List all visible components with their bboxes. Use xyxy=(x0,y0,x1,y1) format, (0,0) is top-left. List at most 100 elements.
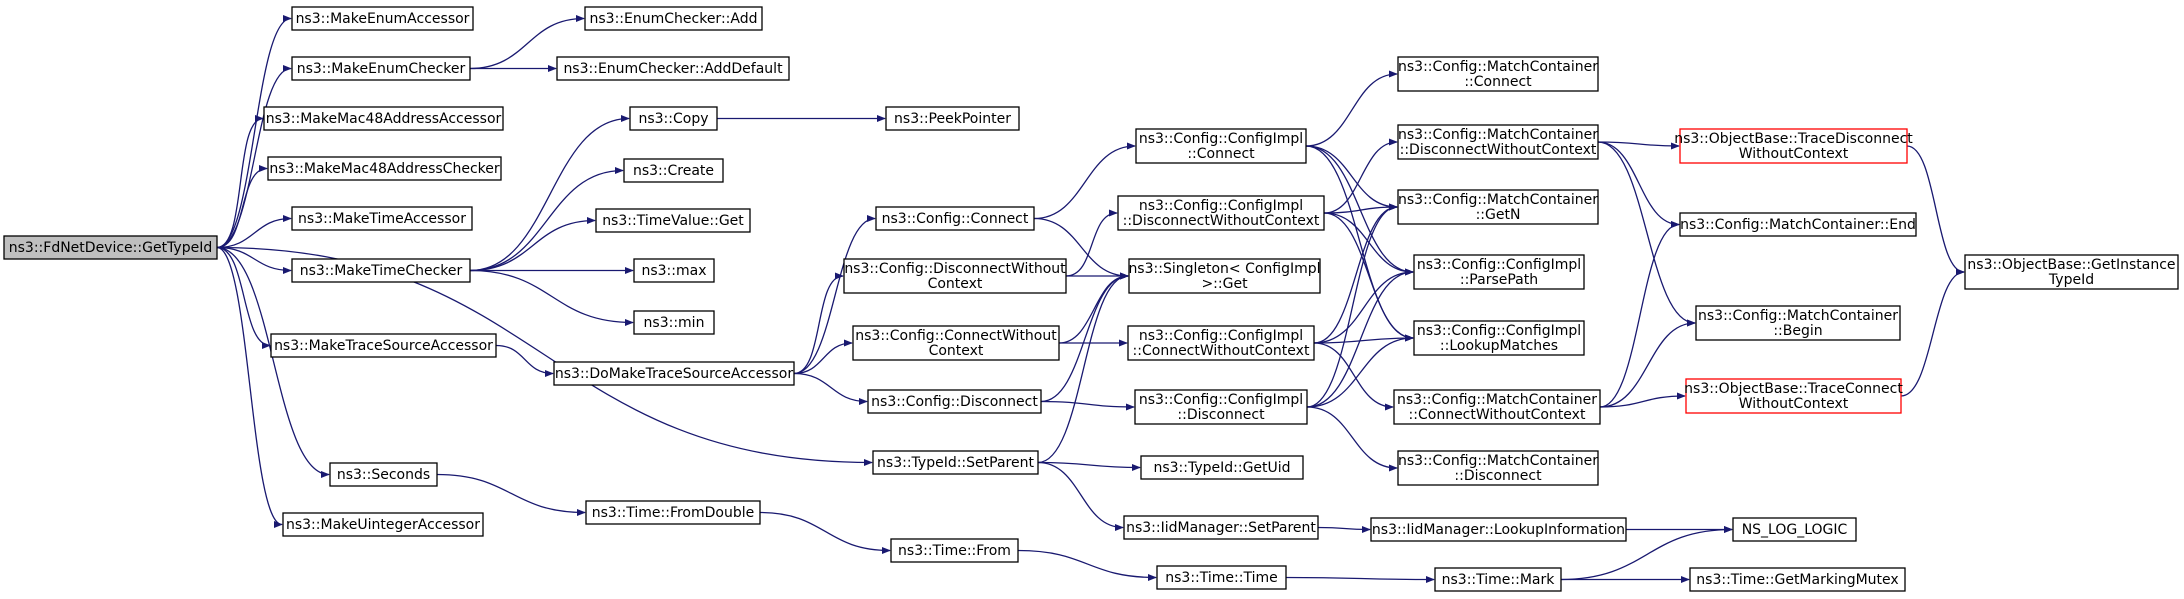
edge-config_disconnect-to-configimpl_disconnect xyxy=(1040,400,1135,411)
node-fdnet-gettypeid[interactable]: ns3::FdNetDevice::GetTypeId xyxy=(3,235,218,260)
node-matchcontainer-disconnect-without-context[interactable]: ns3::Config::MatchContainer::DisconnectW… xyxy=(1397,124,1599,160)
node-label: ns3::PeekPointer xyxy=(894,111,1011,127)
node-box xyxy=(843,258,1067,294)
edge-make_enum_checker-to-enum_checker_add xyxy=(469,14,585,70)
node-iidmanager-setparent[interactable]: ns3::IidManager::SetParent xyxy=(1123,515,1319,540)
edge-configimpl_connect-to-matchcontainer_connect xyxy=(1305,70,1398,147)
node-label: ns3::Config::MatchContainer xyxy=(1398,192,1598,208)
node-box xyxy=(584,6,763,31)
node-label: ns3::Config::Disconnect xyxy=(871,394,1038,410)
node-box xyxy=(623,158,724,183)
node-enum-checker-add[interactable]: ns3::EnumChecker::Add xyxy=(584,6,763,31)
edge-do_make_trace_source_accessor-to-config_connect xyxy=(793,214,876,375)
node-box xyxy=(867,389,1042,414)
node-label: ::ConnectWithoutContext xyxy=(1409,407,1586,423)
node-do-make-trace-source-accessor[interactable]: ns3::DoMakeTraceSourceAccessor xyxy=(553,361,795,386)
node-box xyxy=(1397,56,1599,92)
edge-matchcontainer_disconnect_without_context-to-matchcontainer_end xyxy=(1597,141,1680,229)
node-iidmanager-lookupinformation[interactable]: ns3::IidManager::LookupInformation xyxy=(1370,517,1627,542)
edge-fdnet_gettypeid-to-make_time_accessor xyxy=(216,214,292,249)
node-objectbase-trace-disconnect[interactable]: ns3::ObjectBase::TraceDisconnectWithoutC… xyxy=(1674,128,1913,164)
node-box xyxy=(3,235,218,260)
node-matchcontainer-connect-without-context[interactable]: ns3::Config::MatchContainer::ConnectWith… xyxy=(1393,389,1601,425)
node-singleton-get[interactable]: ns3::Singleton< ConfigImpl>::Get xyxy=(1128,258,1321,294)
node-make-trace-source-accessor[interactable]: ns3::MakeTraceSourceAccessor xyxy=(270,333,497,358)
node-time-mark[interactable]: ns3::Time::Mark xyxy=(1434,567,1562,592)
node-label: ns3::ObjectBase::GetInstance xyxy=(1967,257,2175,273)
node-peek-pointer[interactable]: ns3::PeekPointer xyxy=(885,106,1020,131)
edge-do_make_trace_source_accessor-to-config_connect_without_context xyxy=(793,339,853,375)
node-typeid-getuid[interactable]: ns3::TypeId::GetUid xyxy=(1140,455,1304,480)
node-make-time-checker[interactable]: ns3::MakeTimeChecker xyxy=(291,258,471,283)
node-time-time[interactable]: ns3::Time::Time xyxy=(1156,565,1287,590)
node-matchcontainer-getn[interactable]: ns3::Config::MatchContainer::GetN xyxy=(1397,189,1599,225)
node-copy[interactable]: ns3::Copy xyxy=(629,106,718,131)
edge-configimpl_disconnect_without_context-to-configimpl_lookupmatches xyxy=(1323,212,1414,342)
node-matchcontainer-disconnect[interactable]: ns3::Config::MatchContainer::Disconnect xyxy=(1397,450,1599,486)
node-seconds[interactable]: ns3::Seconds xyxy=(329,462,438,487)
node-label: ::Connect xyxy=(1464,74,1532,90)
node-objectbase-trace-connect[interactable]: ns3::ObjectBase::TraceConnectWithoutCont… xyxy=(1684,378,1903,414)
node-label: ns3::Config::MatchContainer xyxy=(1698,308,1898,324)
edge-configimpl_connect-to-configimpl_lookupmatches xyxy=(1305,145,1414,342)
node-configimpl-disconnect[interactable]: ns3::Config::ConfigImpl::Disconnect xyxy=(1134,389,1308,425)
node-label: ns3::DoMakeTraceSourceAccessor xyxy=(555,366,793,382)
edge-typeid_setparent-to-singleton_get xyxy=(1037,272,1129,464)
node-box xyxy=(291,56,471,81)
node-configimpl-lookupmatches[interactable]: ns3::Config::ConfigImpl::LookupMatches xyxy=(1413,320,1585,356)
node-time-fromdouble[interactable]: ns3::Time::FromDouble xyxy=(585,500,761,525)
node-box xyxy=(1413,254,1585,290)
node-config-connect[interactable]: ns3::Config::Connect xyxy=(875,206,1035,231)
node-time-from[interactable]: ns3::Time::From xyxy=(890,538,1019,563)
node-configimpl-connect[interactable]: ns3::Config::ConfigImpl::Connect xyxy=(1135,128,1307,164)
node-config-disconnect-without-context[interactable]: ns3::Config::DisconnectWithoutContext xyxy=(843,258,1067,294)
node-box xyxy=(852,325,1060,361)
edge-typeid_setparent-to-typeid_getuid xyxy=(1037,461,1141,472)
node-enum-checker-add-default[interactable]: ns3::EnumChecker::AddDefault xyxy=(556,56,790,81)
node-label: ns3::Create xyxy=(633,163,714,179)
edge-objectbase_trace_connect-to-objectbase_getinstancetypeid xyxy=(1900,268,1965,397)
node-make-uinteger-accessor[interactable]: ns3::MakeUintegerAccessor xyxy=(282,512,484,537)
node-make-time-accessor[interactable]: ns3::MakeTimeAccessor xyxy=(291,206,473,231)
node-label: ns3::FdNetDevice::GetTypeId xyxy=(9,240,212,256)
node-config-disconnect[interactable]: ns3::Config::Disconnect xyxy=(867,389,1042,414)
node-time-getmarkingmutex[interactable]: ns3::Time::GetMarkingMutex xyxy=(1689,567,1906,592)
node-box xyxy=(1397,189,1599,225)
node-matchcontainer-end[interactable]: ns3::Config::MatchContainer::End xyxy=(1679,212,1917,237)
node-label: ns3::TypeId::SetParent xyxy=(877,455,1034,471)
node-min[interactable]: ns3::min xyxy=(633,310,715,335)
node-configimpl-disconnect-without-context[interactable]: ns3::Config::ConfigImpl::DisconnectWitho… xyxy=(1117,195,1325,231)
node-make-mac48-accessor[interactable]: ns3::MakeMac48AddressAccessor xyxy=(263,106,504,131)
node-matchcontainer-begin[interactable]: ns3::Config::MatchContainer::Begin xyxy=(1695,305,1901,341)
node-label: ns3::Seconds xyxy=(337,467,430,483)
edge-configimpl_disconnect-to-matchcontainer_disconnect xyxy=(1306,406,1398,472)
node-box xyxy=(1117,195,1325,231)
node-make-enum-accessor[interactable]: ns3::MakeEnumAccessor xyxy=(291,6,474,31)
node-label: ns3::MakeEnumAccessor xyxy=(296,11,470,27)
node-label: ns3::Time::GetMarkingMutex xyxy=(1696,572,1898,588)
edge-fdnet_gettypeid-to-seconds xyxy=(216,246,330,479)
node-label: ::LookupMatches xyxy=(1440,338,1558,354)
edge-configimpl_disconnect_without_context-to-matchcontainer_disconnect_without_context xyxy=(1323,138,1398,214)
edge-configimpl_disconnect-to-matchcontainer_getn xyxy=(1306,203,1398,408)
node-typeid-setparent[interactable]: ns3::TypeId::SetParent xyxy=(872,450,1039,475)
node-timevalue-get[interactable]: ns3::TimeValue::Get xyxy=(595,208,751,233)
node-configimpl-parsepath[interactable]: ns3::Config::ConfigImpl::ParsePath xyxy=(1413,254,1585,290)
edge-fdnet_gettypeid-to-make_uinteger_accessor xyxy=(216,246,283,529)
edge-config_disconnect_without_context-to-configimpl_disconnect_without_context xyxy=(1065,209,1118,277)
node-ns-log-logic[interactable]: NS_LOG_LOGIC xyxy=(1732,517,1857,542)
node-make-enum-checker[interactable]: ns3::MakeEnumChecker xyxy=(291,56,471,81)
node-box xyxy=(1393,389,1601,425)
node-max[interactable]: ns3::max xyxy=(633,258,715,283)
edge-do_make_trace_source_accessor-to-config_disconnect xyxy=(793,372,868,406)
node-create[interactable]: ns3::Create xyxy=(623,158,724,183)
node-box xyxy=(291,258,471,283)
node-config-connect-without-context[interactable]: ns3::Config::ConnectWithoutContext xyxy=(852,325,1060,361)
node-matchcontainer-connect[interactable]: ns3::Config::MatchContainer::Connect xyxy=(1397,56,1599,92)
edge-config_connect-to-configimpl_connect xyxy=(1033,142,1136,220)
node-label: ::Disconnect xyxy=(1454,468,1542,484)
node-label: WithoutContext xyxy=(1739,146,1849,162)
node-configimpl-connect-without-context[interactable]: ns3::Config::ConfigImpl::ConnectWithoutC… xyxy=(1127,325,1315,361)
node-make-mac48-checker[interactable]: ns3::MakeMac48AddressChecker xyxy=(267,156,502,181)
